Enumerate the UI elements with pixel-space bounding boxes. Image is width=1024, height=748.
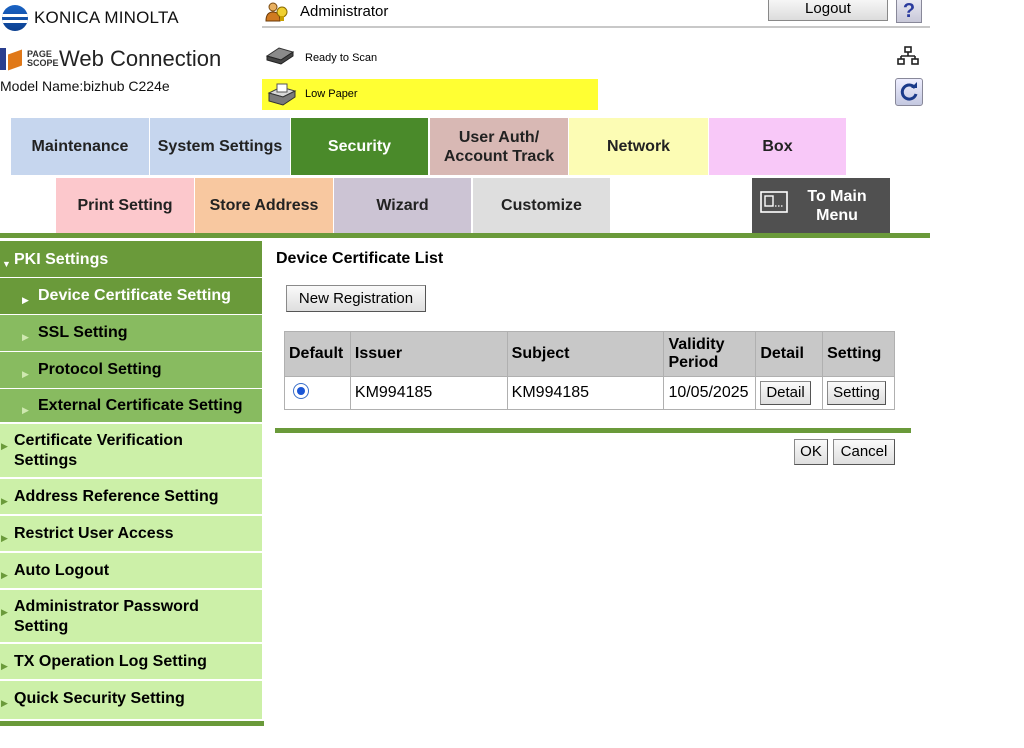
pagescope-label: PAGE SCOPE	[27, 49, 59, 68]
header-validity-period: Validity Period	[663, 331, 757, 377]
tab-store-address[interactable]: Store Address	[195, 178, 333, 233]
table-row: KM994185 KM994185 10/05/2025 Detail Sett…	[284, 376, 895, 410]
tab-box[interactable]: Box	[709, 118, 846, 175]
issuer-cell: KM994185	[349, 376, 508, 410]
administrator-icon	[265, 2, 288, 22]
pagescope-logo: PAGE SCOPE Web Connection	[0, 44, 221, 74]
status-warning: Low Paper	[305, 88, 358, 100]
triangle-right-icon: ▶	[22, 369, 29, 379]
header-setting: Setting	[822, 331, 895, 377]
sidebar-item-administrator-password-setting[interactable]: ▶ Administrator Password Setting	[0, 590, 262, 642]
konica-minolta-logo: KONICA MINOLTA	[0, 4, 200, 32]
triangle-right-icon: ▶	[22, 405, 29, 415]
tab-print-setting[interactable]: Print Setting	[56, 178, 194, 233]
page-title: Device Certificate List	[276, 250, 444, 267]
user-bar	[262, 0, 930, 28]
sidebar-item-device-certificate-setting[interactable]: ▶ Device Certificate Setting	[0, 278, 262, 314]
triangle-right-icon: ▶	[1, 496, 8, 506]
sidebar-item-pki-settings[interactable]: ▼ PKI Settings	[0, 241, 262, 277]
certificate-table: Default Issuer Subject Validity Period D…	[284, 331, 895, 410]
tab-wizard[interactable]: Wizard	[334, 178, 471, 233]
help-icon[interactable]: ?	[896, 0, 922, 23]
triangle-right-icon: ▶	[1, 661, 8, 671]
triangle-right-icon: ▶	[22, 332, 29, 342]
tab-customize[interactable]: Customize	[473, 178, 610, 233]
nav-underline	[0, 233, 930, 238]
sidebar-item-restrict-user-access[interactable]: ▶ Restrict User Access	[0, 516, 262, 551]
model-name: Model Name:bizhub C224e	[0, 78, 170, 94]
header-default: Default	[284, 331, 351, 377]
refresh-icon[interactable]	[895, 78, 923, 106]
logout-button[interactable]: Logout	[768, 0, 888, 21]
sidebar-item-quick-security-setting[interactable]: ▶ Quick Security Setting	[0, 681, 262, 719]
header-detail: Detail	[755, 331, 824, 377]
sidebar-item-protocol-setting[interactable]: ▶ Protocol Setting	[0, 352, 262, 388]
sidebar-item-address-reference-setting[interactable]: ▶ Address Reference Setting	[0, 479, 262, 514]
sidebar-item-ssl-setting[interactable]: ▶ SSL Setting	[0, 315, 262, 351]
triangle-down-icon: ▼	[2, 259, 11, 269]
pagescope-icon	[0, 46, 24, 72]
header-issuer: Issuer	[349, 331, 508, 377]
sidebar-item-certificate-verification-settings[interactable]: ▶ Certificate Verification Settings	[0, 424, 262, 477]
scanner-icon	[265, 47, 295, 65]
cancel-button[interactable]: Cancel	[833, 439, 895, 465]
paper-warning-icon	[267, 83, 297, 106]
main-menu-icon	[760, 191, 788, 213]
tab-security[interactable]: Security	[291, 118, 428, 175]
subject-cell: KM994185	[506, 376, 665, 410]
setting-button[interactable]: Setting	[827, 381, 886, 405]
konica-minolta-globe-icon	[2, 5, 28, 31]
sidebar-bottom-rule	[0, 721, 264, 726]
ok-button[interactable]: OK	[794, 439, 828, 465]
content-divider	[275, 428, 911, 433]
to-main-menu-button[interactable]: To Main Menu	[752, 178, 890, 233]
triangle-right-icon: ▶	[1, 698, 8, 708]
default-radio[interactable]	[293, 382, 309, 399]
new-registration-button[interactable]: New Registration	[286, 285, 426, 312]
triangle-right-icon: ▶	[1, 533, 8, 543]
header-subject: Subject	[506, 331, 665, 377]
sidebar-item-tx-operation-log-setting[interactable]: ▶ TX Operation Log Setting	[0, 644, 262, 679]
sitemap-icon[interactable]	[897, 46, 919, 66]
sidebar-item-auto-logout[interactable]: ▶ Auto Logout	[0, 553, 262, 588]
tab-network[interactable]: Network	[569, 118, 708, 175]
warning-bar	[262, 79, 598, 110]
tab-system-settings[interactable]: System Settings	[150, 118, 290, 175]
tab-maintenance[interactable]: Maintenance	[11, 118, 149, 175]
table-header-row: Default Issuer Subject Validity Period D…	[284, 331, 895, 377]
triangle-right-icon: ▶	[22, 295, 29, 305]
triangle-right-icon: ▶	[1, 570, 8, 580]
product-name: Web Connection	[59, 46, 222, 71]
status-ready: Ready to Scan	[305, 52, 378, 64]
tab-user-auth-account-track[interactable]: User Auth/ Account Track	[430, 118, 568, 175]
user-name: Administrator	[300, 3, 389, 20]
setting-cell: Setting	[822, 376, 895, 410]
triangle-right-icon: ▶	[1, 441, 8, 451]
default-radio-cell	[284, 376, 351, 410]
detail-button[interactable]: Detail	[760, 381, 811, 405]
sidebar-item-external-certificate-setting[interactable]: ▶ External Certificate Setting	[0, 389, 262, 422]
triangle-right-icon: ▶	[1, 607, 8, 617]
brand-name: KONICA MINOLTA	[34, 8, 179, 27]
validity-cell: 10/05/2025	[663, 376, 757, 410]
detail-cell: Detail	[755, 376, 824, 410]
